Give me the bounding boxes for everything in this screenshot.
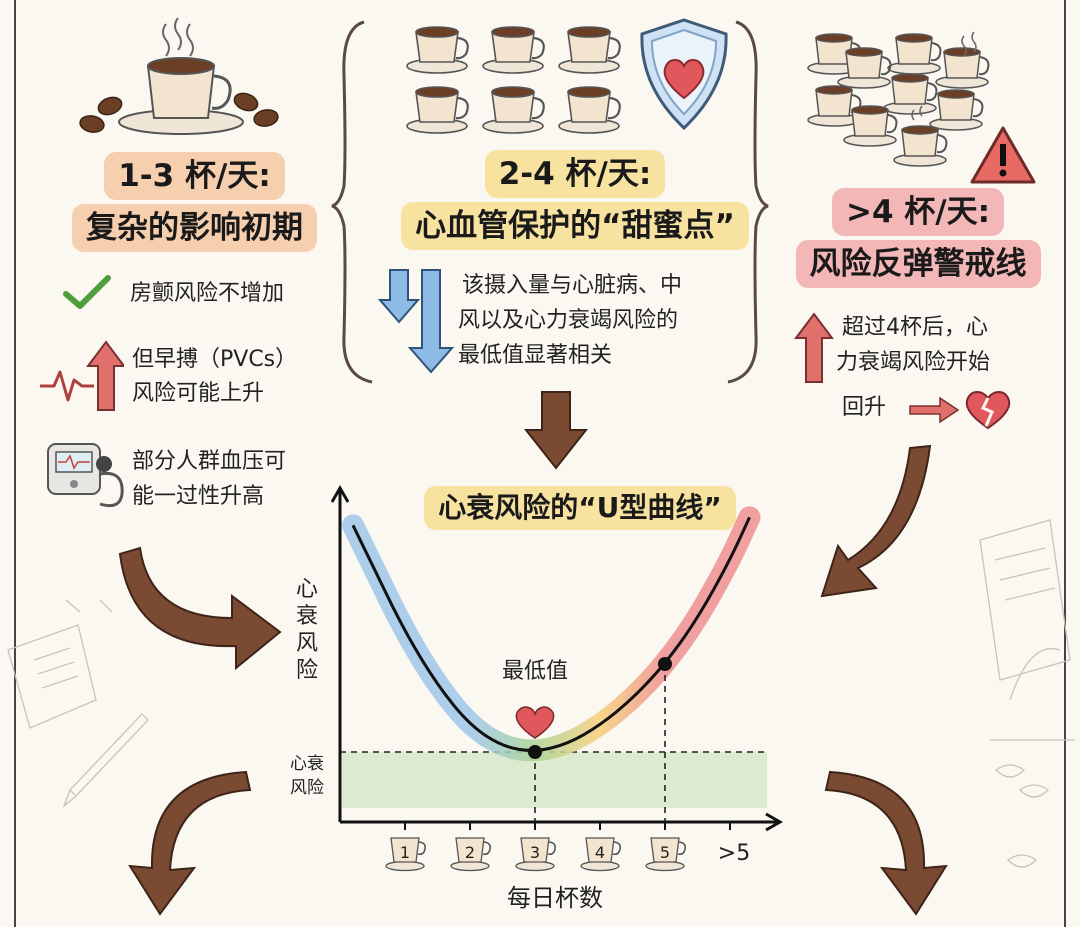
left-curved-arrow: [118, 546, 282, 671]
right-curved-arrow: [820, 444, 932, 598]
many-coffee-cups-illustration: [807, 31, 990, 167]
bottom-right-curved-arrow: [824, 770, 948, 916]
middle-text-line2: 风以及心力衰竭风险的: [458, 308, 679, 333]
left-heading-line1: 1-3 杯/天:: [104, 152, 285, 200]
x-tick-label: >5: [718, 841, 750, 866]
x-tick-label: 1: [400, 843, 410, 862]
baseline-band: [342, 752, 767, 808]
left-border: [14, 0, 16, 927]
cup-tick-handle: [612, 841, 621, 856]
minimum-label: 最低值: [502, 659, 568, 684]
cup-tick-handle: [547, 841, 556, 856]
x-tick-label: 3: [530, 843, 540, 862]
six-coffee-cups-illustration: [405, 25, 621, 135]
center-down-arrow: [523, 391, 589, 470]
chart-title: 心衰风险的“U型曲线”: [370, 486, 790, 530]
chart-x-label: 每日杯数: [507, 884, 603, 912]
right-heading: >4 杯/天: 风险反弹警戒线: [786, 188, 1050, 288]
x-tick-label: 2: [465, 843, 475, 862]
x-tick-label: 5: [660, 843, 670, 862]
right-heading-line2: 风险反弹警戒线: [795, 240, 1041, 288]
heartbeat-up-arrow-icon: [40, 340, 124, 411]
marked-point: [658, 657, 672, 671]
middle-text-line3: 最低值显著相关: [458, 343, 613, 368]
right-text-line1: 超过4杯后，心: [842, 315, 988, 340]
down-arrows-icon: [378, 269, 455, 374]
cup-tick-handle: [482, 841, 491, 856]
y-axis-arrowhead: [330, 484, 350, 503]
cup-tick-saucer: [580, 860, 620, 872]
left-heading-line2: 复杂的影响初期: [72, 204, 317, 252]
x-axis-arrowhead: [765, 812, 784, 832]
middle-heading: 2-4 杯/天: 心血管保护的“甜蜜点”: [380, 150, 770, 250]
minimum-point: [528, 745, 542, 759]
cup-tick-handle: [417, 841, 426, 856]
cup-tick-body: [390, 837, 420, 863]
single-coffee-cup-illustration: [79, 17, 279, 135]
warning-icon: [970, 126, 1036, 184]
cup-tick-body: [585, 837, 615, 863]
curly-braces: [331, 20, 769, 384]
check-icon: [63, 275, 111, 309]
chart-y-label: 心衰风险: [295, 577, 318, 683]
cup-tick-saucer: [645, 860, 685, 872]
right-arrow-broken-heart-icon: [909, 391, 1011, 430]
middle-text-line1: 该摄入量与心脏病、中: [462, 273, 683, 298]
cup-tick-body: [520, 837, 550, 863]
left-item-afib: 房颤风险不增加: [130, 281, 285, 306]
up-arrow-icon: [794, 312, 834, 383]
blood-pressure-monitor-icon: [47, 443, 124, 508]
shield-heart-icon: [640, 18, 728, 131]
right-text-line2: 力衰竭风险开始: [836, 350, 991, 375]
heart-icon: [515, 706, 555, 739]
left-item-pvc-line2: 风险可能上升: [132, 381, 265, 406]
bottom-left-curved-arrow: [128, 770, 252, 916]
left-heading: 1-3 杯/天: 复杂的影响初期: [72, 152, 317, 252]
cup-tick-saucer: [385, 860, 425, 872]
x-tick-label: 4: [595, 843, 605, 862]
cup-tick-saucer: [450, 860, 490, 872]
u-curve-line: [351, 516, 751, 752]
baseline-label: 心衰风险: [290, 754, 324, 798]
right-text-line3: 回升: [842, 395, 887, 420]
middle-heading-line1: 2-4 杯/天:: [484, 150, 666, 198]
cup-tick-saucer: [515, 860, 555, 872]
left-item-bp-line1: 部分人群血压可: [132, 449, 287, 474]
cup-tick-handle: [677, 841, 686, 856]
right-border: [1064, 0, 1066, 927]
left-item-bp-line2: 能一过性升高: [132, 484, 265, 509]
cup-tick-body: [455, 837, 485, 863]
left-item-pvc-line1: 但早搏（PVCs）: [132, 347, 298, 372]
middle-heading-line2: 心血管保护的“甜蜜点”: [401, 202, 749, 250]
right-heading-line1: >4 杯/天:: [831, 188, 1005, 236]
cup-tick-body: [650, 837, 680, 863]
